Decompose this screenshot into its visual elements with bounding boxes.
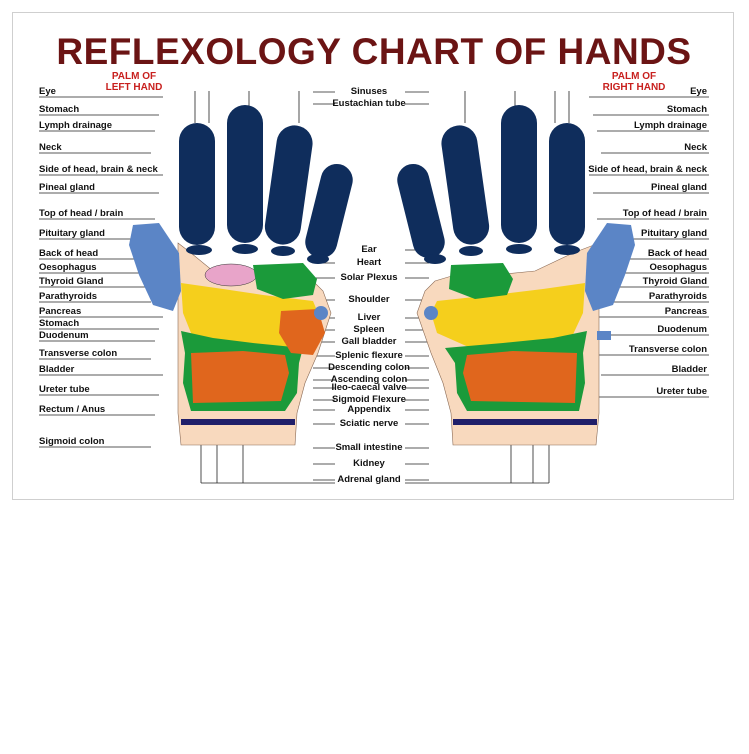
left-label: Neck bbox=[39, 142, 62, 153]
center-label: Heart bbox=[356, 257, 382, 268]
left-label: Ureter tube bbox=[39, 384, 90, 395]
center-label: Ileo-caecal valve bbox=[331, 382, 407, 393]
right-duodenum-point bbox=[597, 331, 611, 340]
left-label: Oesophagus bbox=[39, 262, 97, 273]
palm-right-heading: PALM OF RIGHT HAND bbox=[579, 71, 689, 93]
right-hand bbox=[397, 105, 635, 446]
left-finger-1 bbox=[179, 123, 215, 245]
right-sciatic-band bbox=[453, 419, 597, 425]
right-label: Bladder bbox=[671, 364, 707, 375]
left-shoulder bbox=[314, 306, 328, 320]
palm-right-line-1: PALM OF bbox=[611, 71, 657, 82]
left-label: Sigmoid colon bbox=[39, 436, 105, 447]
left-finger-4 bbox=[305, 163, 353, 259]
center-label: Appendix bbox=[347, 404, 391, 415]
left-finger-3 bbox=[264, 125, 313, 245]
left-ear-points bbox=[186, 244, 329, 264]
left-label: Rectum / Anus bbox=[39, 404, 106, 415]
right-label: Oesophagus bbox=[649, 262, 707, 273]
center-label: Descending colon bbox=[328, 362, 410, 373]
right-finger-1 bbox=[549, 123, 585, 245]
right-orange-area bbox=[463, 351, 577, 403]
left-label: Back of head bbox=[39, 248, 99, 259]
palm-left-line-2: LEFT HAND bbox=[105, 82, 163, 93]
right-thumb bbox=[585, 223, 635, 311]
left-label: Pineal gland bbox=[39, 182, 95, 193]
right-label: Ureter tube bbox=[656, 386, 707, 397]
left-label: Pancreas bbox=[39, 306, 82, 317]
right-finger-4 bbox=[397, 163, 445, 259]
center-label: Ascending colon bbox=[330, 374, 408, 385]
left-label: Transverse colon bbox=[39, 348, 118, 359]
center-label: Liver bbox=[357, 312, 381, 323]
left-label: Stomach bbox=[39, 104, 80, 115]
right-label: Transverse colon bbox=[628, 344, 707, 355]
right-label: Pituitary gland bbox=[641, 228, 707, 239]
chart-title: REFLEXOLOGY CHART OF HANDS bbox=[56, 31, 692, 72]
right-label: Lymph drainage bbox=[633, 120, 707, 131]
palm-right-line-2: RIGHT HAND bbox=[602, 82, 666, 93]
center-label: Kidney bbox=[353, 458, 385, 469]
right-yellow-area bbox=[431, 283, 585, 353]
right-label: Pancreas bbox=[664, 306, 707, 317]
right-solar-plexus bbox=[449, 263, 513, 299]
center-label: Sigmoid Flexure bbox=[332, 394, 406, 405]
center-label: Sciatic nerve bbox=[339, 418, 399, 429]
right-shoulder bbox=[424, 306, 438, 320]
left-thumb bbox=[129, 223, 181, 311]
center-label: Small intestine bbox=[335, 442, 403, 453]
right-label: Neck bbox=[684, 142, 707, 153]
left-solar-plexus bbox=[253, 263, 317, 299]
center-label: Solar Plexus bbox=[340, 272, 398, 283]
right-label: Duodenum bbox=[657, 324, 707, 335]
right-label: Back of head bbox=[647, 248, 707, 259]
right-label: Eye bbox=[690, 86, 707, 97]
left-label: Bladder bbox=[39, 364, 75, 375]
left-liver-spleen bbox=[279, 309, 325, 355]
hands-illustration bbox=[39, 91, 709, 484]
left-label: Side of head, brain & neck bbox=[39, 164, 158, 175]
left-label: Stomach bbox=[39, 318, 80, 329]
left-label: Lymph drainage bbox=[39, 120, 113, 131]
left-orange-area bbox=[191, 351, 289, 403]
right-ear-points bbox=[424, 244, 580, 264]
center-label: Splenic flexure bbox=[335, 350, 403, 361]
palm-left-line-1: PALM OF bbox=[111, 71, 157, 82]
left-label: Parathyroids bbox=[39, 291, 98, 302]
center-label: Gall bladder bbox=[341, 336, 397, 347]
left-label: Thyroid Gland bbox=[39, 276, 104, 287]
center-label: Sinuses bbox=[350, 86, 388, 97]
left-label: Pituitary gland bbox=[39, 228, 105, 239]
right-label: Parathyroids bbox=[648, 291, 707, 302]
left-heart bbox=[204, 263, 258, 287]
leader-lines bbox=[39, 91, 709, 484]
right-label: Pineal gland bbox=[651, 182, 707, 193]
left-label: Duodenum bbox=[39, 330, 89, 341]
right-finger-2 bbox=[501, 105, 537, 243]
center-label: Adrenal gland bbox=[337, 474, 401, 485]
reflexology-chart: REFLEXOLOGY CHART OF HANDS PALM OF LEFT … bbox=[12, 12, 734, 500]
left-finger-2 bbox=[227, 105, 263, 243]
center-label: Ear bbox=[361, 244, 377, 255]
left-label: Eye bbox=[39, 86, 56, 97]
right-label: Thyroid Gland bbox=[642, 276, 707, 287]
right-label: Stomach bbox=[666, 104, 707, 115]
left-hand bbox=[129, 105, 353, 446]
right-label: Top of head / brain bbox=[622, 208, 707, 219]
center-label: Spleen bbox=[353, 324, 385, 335]
center-label: Eustachian tube bbox=[332, 98, 406, 109]
palm-left-heading: PALM OF LEFT HAND bbox=[79, 71, 189, 93]
right-finger-3 bbox=[441, 125, 490, 245]
left-sciatic-band bbox=[181, 419, 295, 425]
center-label: Shoulder bbox=[348, 294, 390, 305]
left-label: Top of head / brain bbox=[39, 208, 124, 219]
right-label: Side of head, brain & neck bbox=[588, 164, 707, 175]
